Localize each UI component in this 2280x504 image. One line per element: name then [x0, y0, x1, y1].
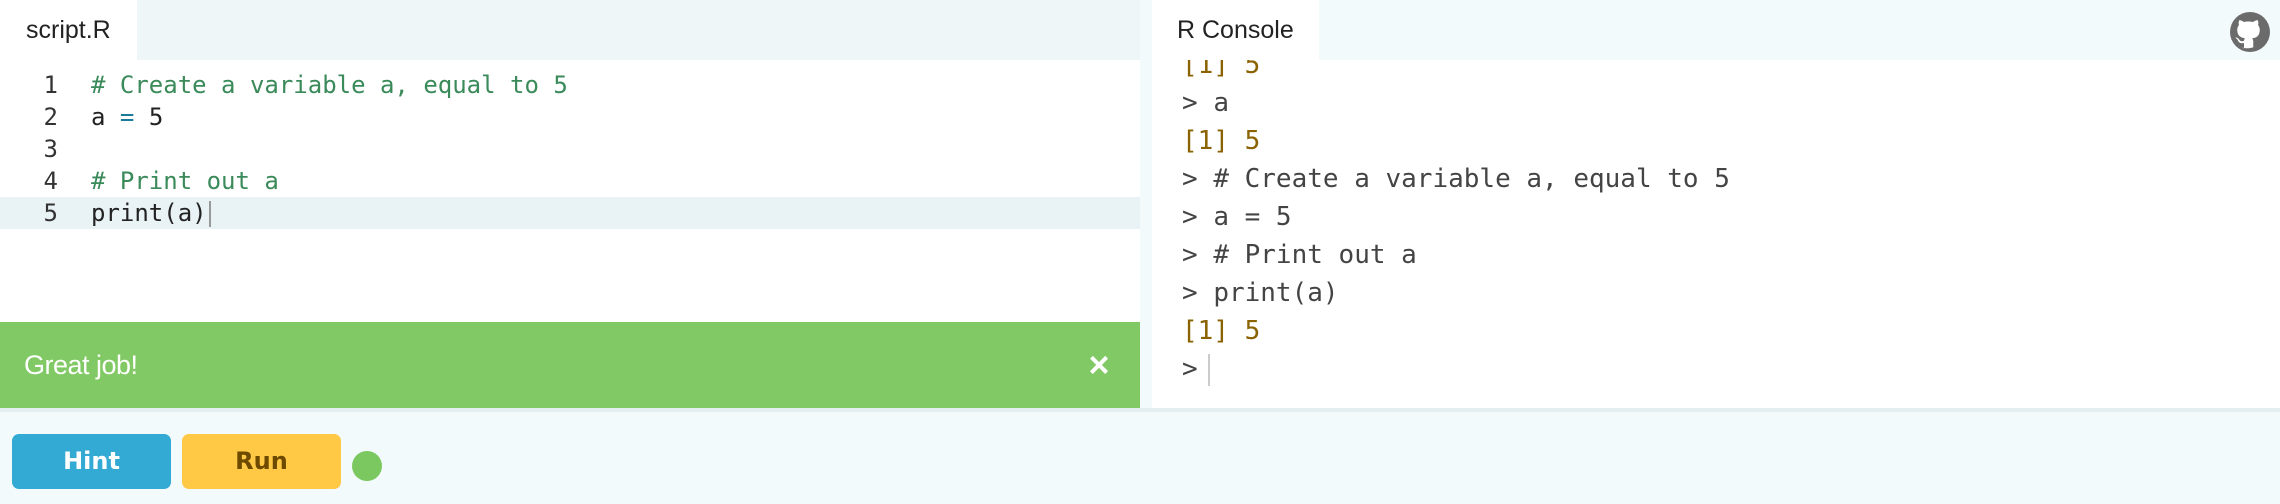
- console-line-text: a: [1213, 88, 1229, 118]
- tab-r-console[interactable]: R Console: [1152, 0, 1319, 60]
- status-indicator: [352, 451, 382, 481]
- console-input-line: > a = 5: [1182, 198, 1730, 236]
- console-line-text: [1] 5: [1182, 316, 1261, 346]
- run-button[interactable]: Run: [182, 434, 341, 489]
- console-line-text: [1] 5: [1182, 60, 1261, 80]
- console-input-line: > a: [1182, 84, 1730, 122]
- console-line-text: print(a): [1213, 278, 1339, 308]
- editor-pane: script.R 1 # Create a variable a, equal …: [0, 0, 1152, 408]
- console-prompt: >: [1182, 164, 1198, 194]
- line-number: 3: [43, 135, 58, 163]
- line-number: 5: [43, 199, 58, 227]
- code-line: 3: [0, 133, 1140, 165]
- console-output-line: [1] 5: [1182, 312, 1730, 350]
- line-number: 2: [43, 103, 58, 131]
- console-lines: [1] 5 > a [1] 5 > # Create a variable a, eq…: [1182, 60, 1730, 388]
- code-operator: =: [119, 103, 135, 131]
- text-cursor: [208, 201, 211, 227]
- hint-button[interactable]: Hint: [12, 434, 171, 489]
- console-input-line: > print(a): [1182, 274, 1730, 312]
- console-input-line[interactable]: >: [1182, 350, 1730, 388]
- console-input-line: > # Print out a: [1182, 236, 1730, 274]
- close-icon[interactable]: ×: [1088, 344, 1110, 385]
- console-prompt: >: [1182, 278, 1198, 308]
- console-prompt: >: [1182, 354, 1198, 384]
- code-variable: a: [91, 103, 106, 131]
- console-line-text: a = 5: [1213, 202, 1292, 232]
- console-output-line: [1] 5: [1182, 122, 1730, 160]
- console-input-line: > # Create a variable a, equal to 5: [1182, 160, 1730, 198]
- code-value: 5: [148, 103, 164, 131]
- console-line-text: # Create a variable a, equal to 5: [1213, 164, 1730, 194]
- bottom-toolbar: Hint Run: [0, 408, 2280, 504]
- code-comment: # Create a variable a, equal to 5: [91, 71, 568, 99]
- code-line: 2 a = 5: [0, 101, 1140, 133]
- line-number: 1: [43, 71, 58, 99]
- console-cursor: [1207, 353, 1210, 386]
- console-prompt: >: [1182, 240, 1198, 270]
- tab-script-r[interactable]: script.R: [0, 0, 137, 60]
- console-prompt: >: [1182, 88, 1198, 118]
- code-comment: # Print out a: [91, 167, 279, 195]
- code-statement: a = 5: [91, 101, 163, 133]
- console-line-text: [1] 5: [1182, 126, 1261, 156]
- github-icon[interactable]: [2230, 12, 2270, 52]
- console-output-line: [1] 5: [1182, 60, 1730, 84]
- console-pane: R Console [1] 5 > a [1] 5 > # Create a vari…: [1152, 0, 2280, 408]
- editor-tabbar: script.R: [0, 0, 1140, 60]
- line-number: 4: [43, 167, 58, 195]
- code-text: print(a): [91, 199, 207, 227]
- code-line-active: 5 print(a): [0, 197, 1140, 229]
- code-editor[interactable]: 1 # Create a variable a, equal to 5 2 a …: [0, 60, 1140, 322]
- code-line: 1 # Create a variable a, equal to 5: [0, 69, 1140, 101]
- code-line: 4 # Print out a: [0, 165, 1140, 197]
- code-statement: print(a): [91, 197, 211, 229]
- console-tabbar: R Console: [1152, 0, 2280, 60]
- feedback-message: Great job!: [24, 350, 138, 380]
- console-output[interactable]: [1] 5 > a [1] 5 > # Create a variable a, eq…: [1152, 60, 2280, 408]
- feedback-banner: Great job! ×: [0, 322, 1140, 408]
- console-prompt: >: [1182, 202, 1198, 232]
- console-line-text: # Print out a: [1213, 240, 1417, 270]
